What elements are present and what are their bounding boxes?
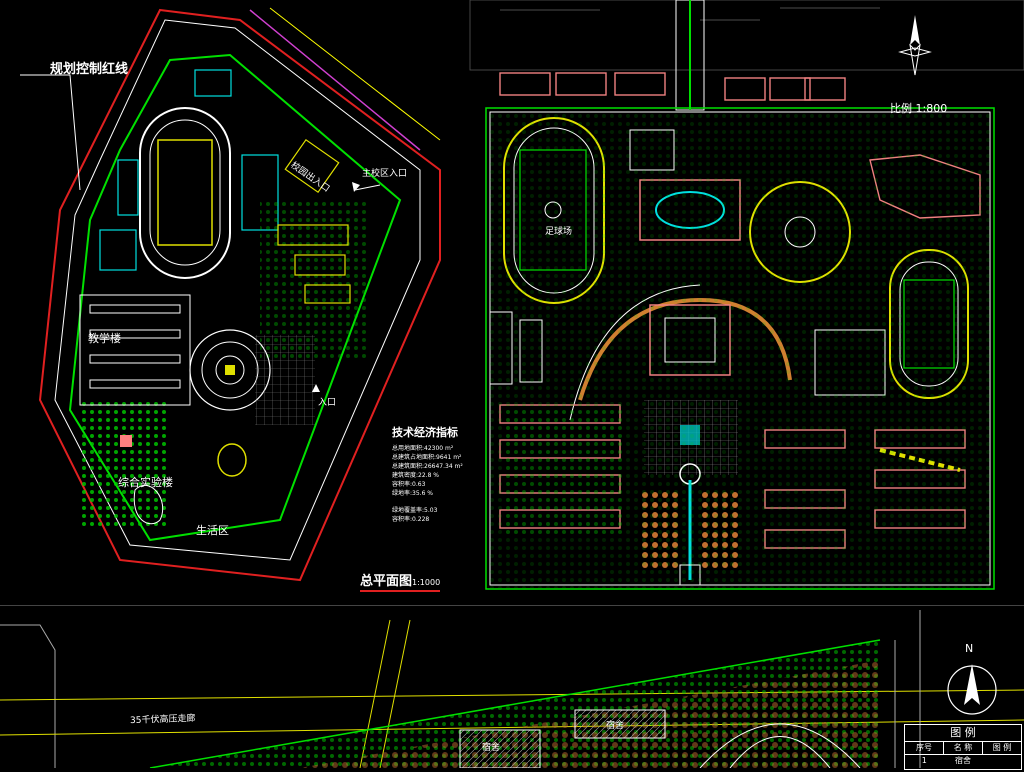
scale-label: 比例 1:800 xyxy=(890,102,948,115)
tech-row: 绿地率:35.6 % xyxy=(392,490,433,497)
left-soccer-field xyxy=(157,139,213,246)
legend-cell xyxy=(982,755,1021,767)
legend-header: 名 称 xyxy=(944,742,983,754)
road-edge xyxy=(269,7,441,141)
bottom-north-label: N xyxy=(965,642,974,655)
tech-row: 总建筑面积:26647.34 m² xyxy=(392,463,463,470)
right-campus-plan xyxy=(469,0,1024,590)
tennis-courts xyxy=(194,69,232,97)
teaching-building xyxy=(79,294,191,406)
garden-path xyxy=(133,484,164,525)
plan-title: 总平面图1:1000 xyxy=(360,570,441,592)
entrance-label: 主校区入口 xyxy=(362,169,408,179)
left-campus-plan xyxy=(20,7,441,582)
legend-header: 图 例 xyxy=(992,743,1012,752)
tech-indicators-panel: 技术经济指标 总用地面积:42300 m² 总建筑占地面积:9641 m² 总建… xyxy=(392,424,463,524)
leader-line xyxy=(20,74,81,191)
legend-title: 图 例 xyxy=(905,725,1021,742)
tech-row: 容积率:0.63 xyxy=(392,481,426,488)
bottom-campus-plan xyxy=(0,605,1024,769)
road-line xyxy=(249,9,421,151)
right-field-label: 足球场 xyxy=(545,227,573,237)
legend-header: 序号 xyxy=(905,742,944,754)
tree-cluster xyxy=(78,400,168,530)
north-arrow-bottom xyxy=(947,664,997,715)
legend-table: 图 例 序号 名 称 图 例 1 宿舍 xyxy=(904,724,1022,770)
bottom-dorm-b xyxy=(574,709,666,739)
lab-building-label: 综合实验楼 xyxy=(118,476,173,489)
lab-marker xyxy=(120,435,132,447)
site-boundary xyxy=(54,19,421,561)
east-entrance-arrow xyxy=(312,384,320,392)
pavilion xyxy=(217,443,247,477)
tech-extra-row: 容积率:0.228 xyxy=(392,516,430,523)
legend-header-row: 序号 名 称 图 例 xyxy=(905,742,1021,755)
north-arrow-right xyxy=(898,15,932,76)
top-building-row xyxy=(499,72,846,101)
tech-row: 总建筑占地面积:9641 m² xyxy=(392,454,462,461)
bottom-track-arc xyxy=(699,723,861,769)
bottom-dorm-a xyxy=(459,729,541,769)
red-line-label: 规划控制红线 xyxy=(50,62,129,77)
power-corridor-label: 35千伏高压走廊 xyxy=(129,713,196,727)
green-boundary xyxy=(68,53,402,542)
tech-row: 建筑密度:22.8 % xyxy=(392,472,439,479)
left-running-track xyxy=(139,107,231,279)
dorm-area-label: 生活区 xyxy=(196,524,229,537)
entrance-arrow xyxy=(352,182,360,192)
red-control-line xyxy=(38,8,441,582)
teaching-building-label: 教学楼 xyxy=(88,332,121,345)
legend-row: 1 宿舍 xyxy=(905,755,1021,767)
east-entrance-label: 入口 xyxy=(318,398,337,408)
tech-panel-title: 技术经济指标 xyxy=(392,426,458,439)
legend-cell: 1 xyxy=(921,756,927,765)
dormitory-blocks xyxy=(277,224,351,304)
tech-extra-row: 绿地覆盖率:5.03 xyxy=(392,507,438,514)
bottom-dorm-b-label: 宿舍 xyxy=(606,721,625,731)
bottom-dorm-a-label: 宿舍 xyxy=(482,743,501,753)
gate-building xyxy=(284,138,340,194)
paved-square xyxy=(255,335,315,425)
legend-cell: 宿舍 xyxy=(955,756,971,765)
tech-row: 总用地面积:42300 m² xyxy=(392,445,454,452)
